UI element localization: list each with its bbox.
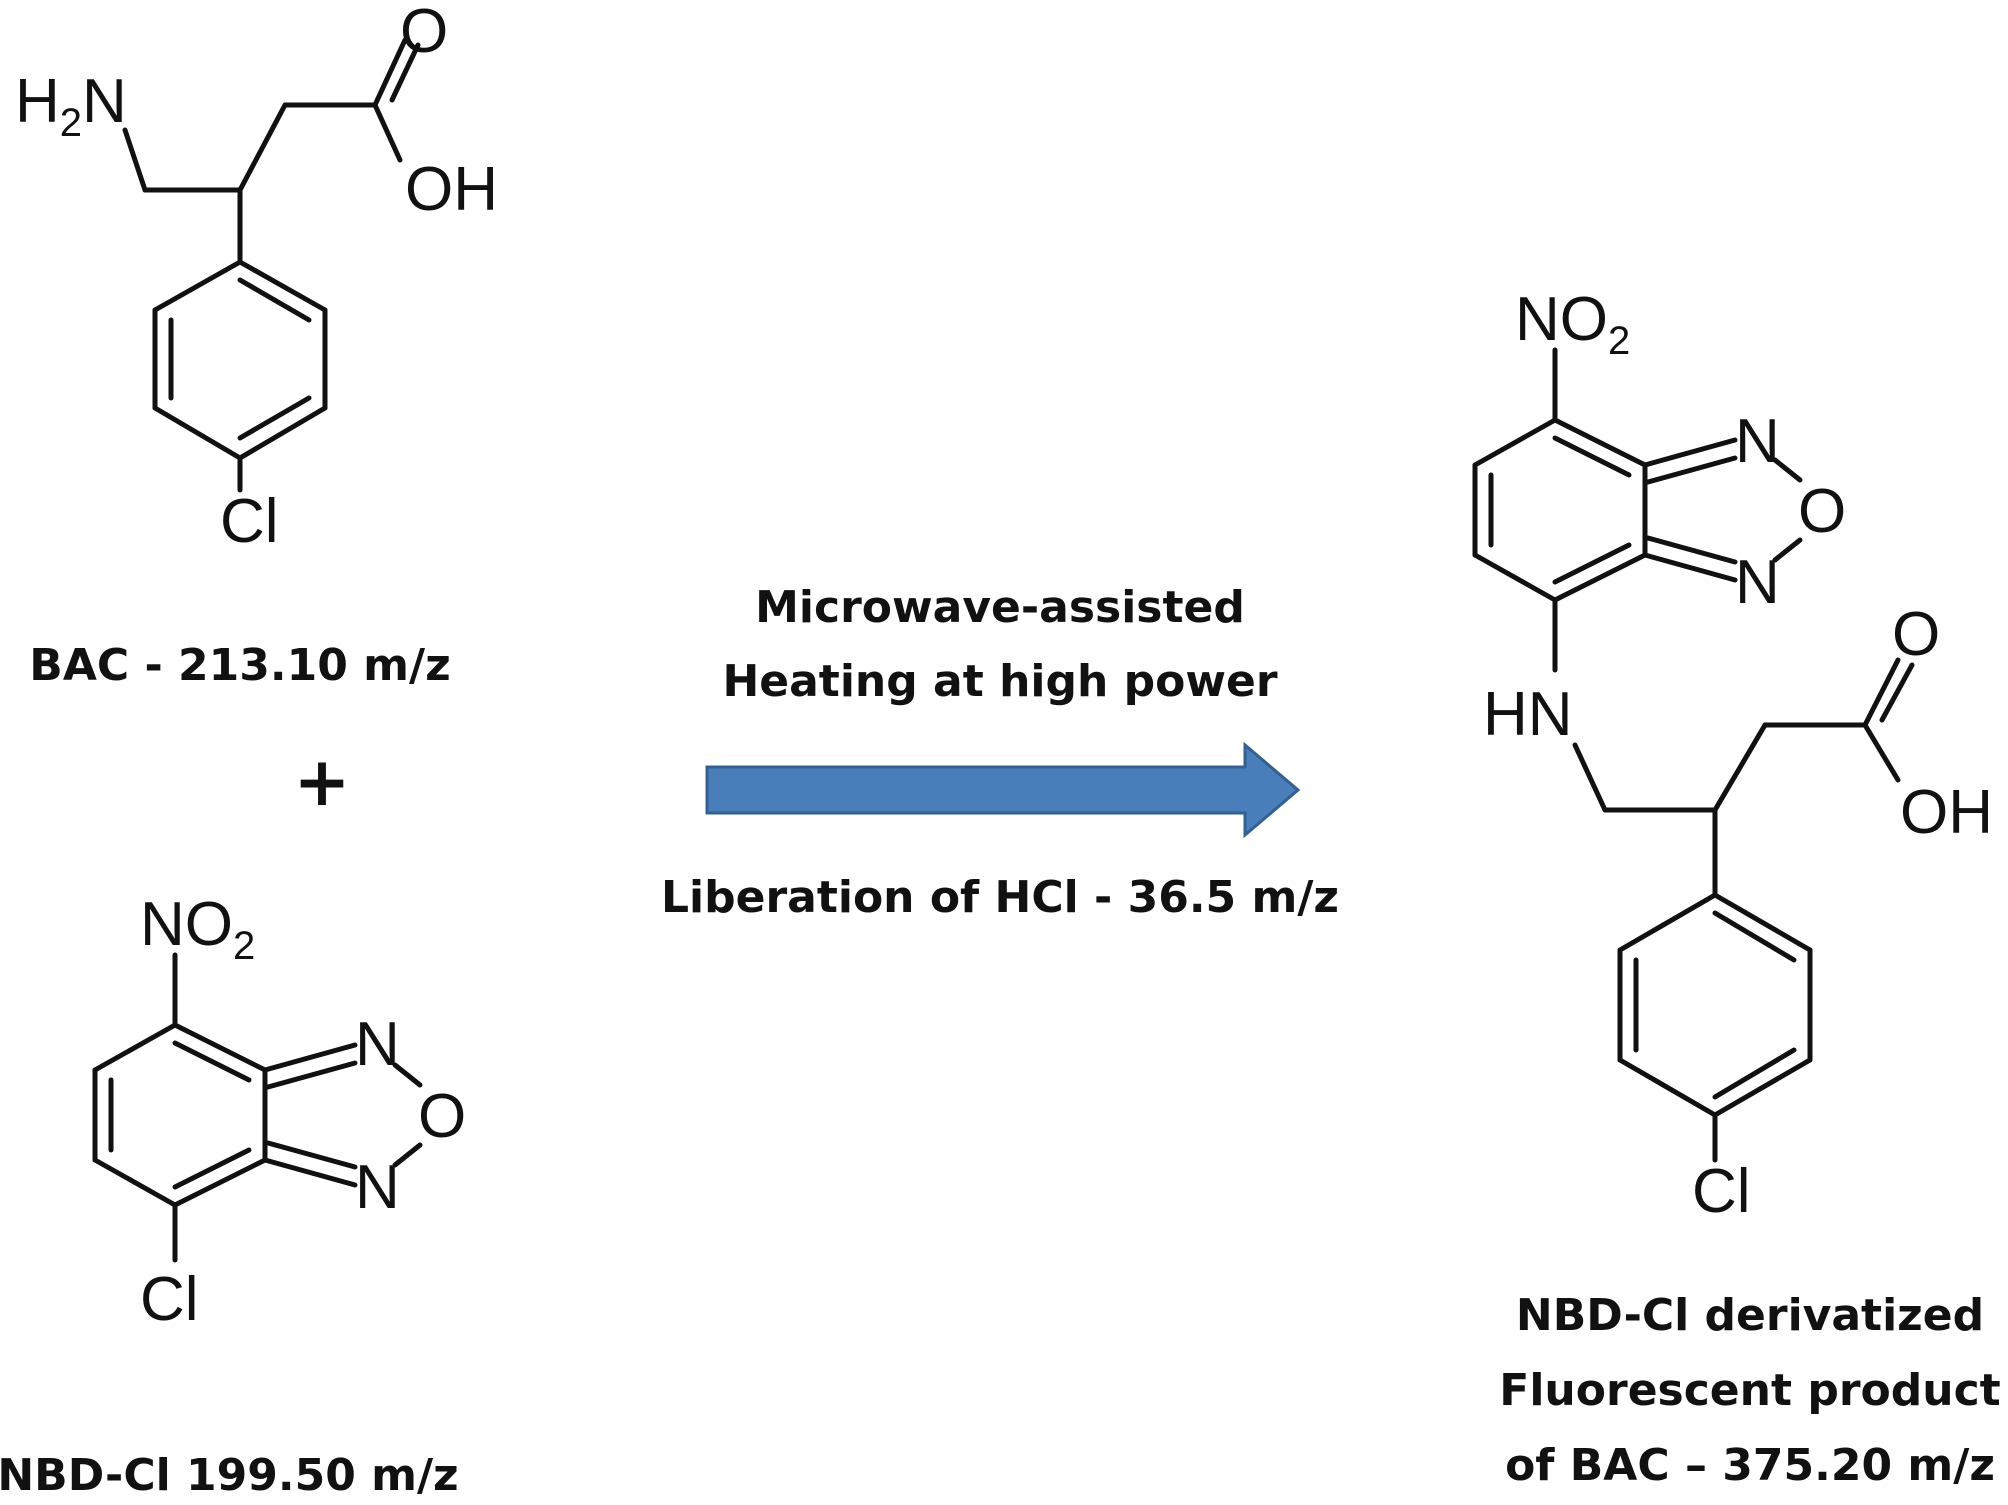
bac-structure [122, 37, 421, 493]
nbd-cl-ring-nitrogen-top-label: N [355, 1010, 400, 1079]
reaction-arrow [705, 741, 1301, 839]
condition-line-2: Heating at high power [722, 656, 1277, 707]
product-caption-line-2: Fluorescent product [1499, 1365, 2000, 1416]
nbd-cl-structure [92, 952, 423, 1263]
product-amine-label: HN [1483, 680, 1573, 749]
product-structure [1472, 347, 1915, 1163]
nbd-cl-caption: NBD-Cl 199.50 m/z [0, 1450, 459, 1501]
bac-amine-label: H2N [15, 67, 127, 145]
nbd-cl-ring-oxygen-label: O [418, 1082, 466, 1151]
condition-line-1: Microwave-assisted [755, 582, 1245, 633]
product-ring-nitrogen-top-label: N [1735, 407, 1780, 476]
product-ring-oxygen-label: O [1798, 477, 1846, 546]
product-chlorine-label: Cl [1692, 1157, 1751, 1226]
product-hydroxyl-label: OH [1900, 778, 1993, 847]
product-ring-nitrogen-bottom-label: N [1735, 548, 1780, 617]
product-caption-line-1: NBD-Cl derivatized [1516, 1290, 1984, 1341]
bac-caption: BAC - 213.10 m/z [29, 640, 450, 691]
nbd-cl-nitro-label: NO2 [140, 890, 255, 968]
byproduct-label: Liberation of HCl - 36.5 m/z [661, 872, 1339, 923]
nbd-cl-ring-nitrogen-bottom-label: N [355, 1153, 400, 1222]
bac-chlorine-label: Cl [220, 487, 279, 556]
product-nitro-label: NO2 [1515, 285, 1630, 363]
bac-carbonyl-oxygen-label: O [400, 0, 448, 66]
plus-sign: + [294, 743, 351, 822]
product-carbonyl-oxygen-label: O [1892, 600, 1940, 669]
product-caption-line-3: of BAC – 375.20 m/z [1505, 1440, 1995, 1491]
bac-hydroxyl-label: OH [405, 155, 498, 224]
nbd-cl-chlorine-label: Cl [140, 1265, 199, 1334]
